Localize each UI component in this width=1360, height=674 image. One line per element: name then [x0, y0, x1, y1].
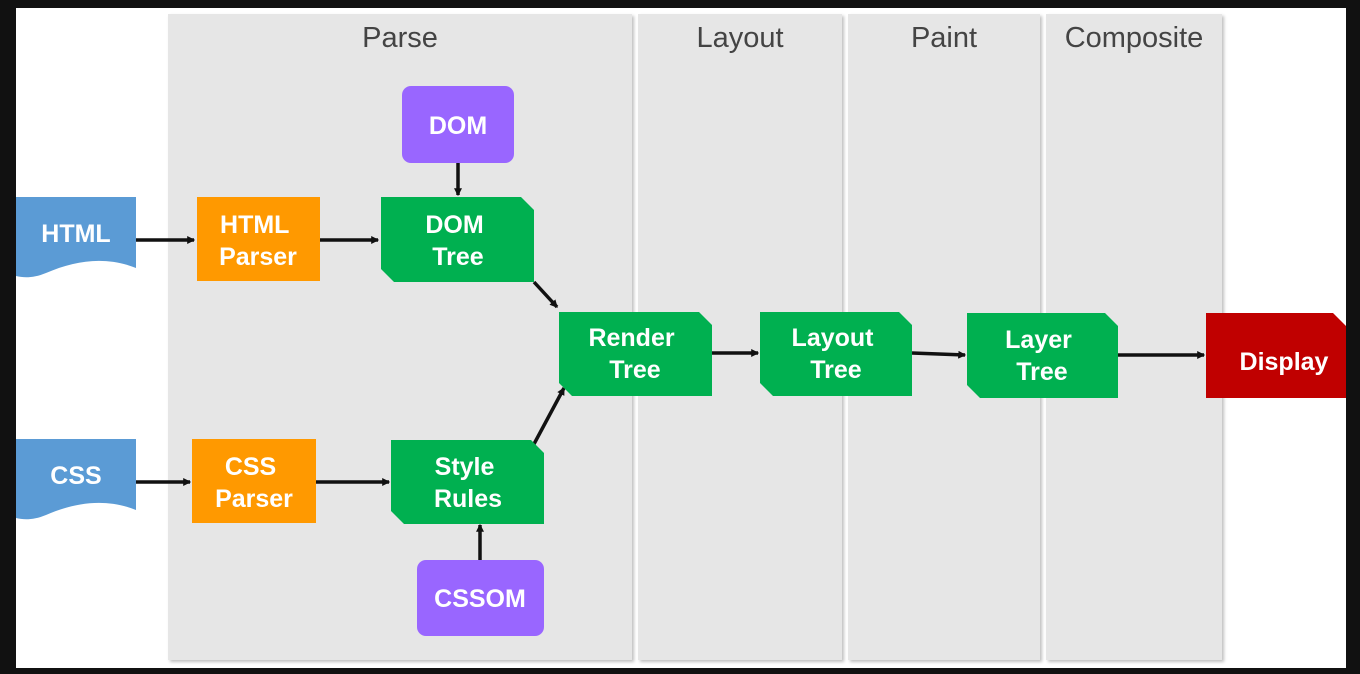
layer-tree-label-line1: Layer	[1005, 326, 1072, 354]
html-source-node: HTML	[16, 197, 136, 278]
cssom-node: CSSOM	[417, 560, 544, 636]
diagram-canvas: Parse Layout Paint Composite	[16, 8, 1346, 668]
css-parser-label-line1: CSS	[225, 453, 276, 481]
svg-text:Style Rules: Style Rules	[434, 453, 502, 513]
html-parser-label-line2: Parser	[219, 243, 297, 271]
arrow-dom-tree-to-render-tree	[532, 280, 559, 309]
display-node: Display	[1206, 313, 1346, 398]
svg-text:DOM Tree: DOM Tree	[425, 211, 490, 271]
dom-tree-label-line2: Tree	[432, 243, 484, 271]
stage-composite: Composite	[1046, 14, 1222, 660]
render-tree-label-line2: Tree	[609, 356, 661, 384]
svg-text:Layer Tree: Layer Tree	[1005, 326, 1079, 386]
dom-tree-node: DOM Tree	[381, 197, 534, 282]
stage-layout-title: Layout	[696, 22, 784, 54]
svg-text:Render Tree: Render Tree	[588, 324, 681, 384]
pipeline-diagram: HTML CSS HTML Parser CSS Parser DOM	[16, 86, 1346, 636]
style-rules-label-line2: Rules	[434, 485, 502, 513]
stage-composite-title: Composite	[1064, 22, 1204, 54]
css-source-label: CSS	[50, 462, 101, 490]
arrow-layout-to-layer-tree	[911, 350, 967, 359]
stage-paint-title: Paint	[910, 22, 978, 54]
layout-tree-node: Layout Tree	[760, 312, 912, 396]
stage-parse-title: Parse	[362, 22, 438, 54]
html-source-label: HTML	[41, 220, 110, 248]
css-source-node: CSS	[16, 439, 136, 520]
layer-tree-label-line2: Tree	[1016, 358, 1068, 386]
layout-tree-label-line1: Layout	[792, 324, 875, 352]
style-rules-node: Style Rules	[391, 440, 544, 524]
svg-text:HTML Parser: HTML Parser	[219, 211, 297, 271]
dom-node: DOM	[402, 86, 514, 163]
cssom-label: CSSOM	[434, 585, 526, 613]
style-rules-label-line1: Style	[435, 453, 495, 481]
render-tree-node: Render Tree	[559, 312, 712, 396]
svg-text:CSS Parser: CSS Parser	[215, 453, 293, 513]
layer-tree-node: Layer Tree	[967, 313, 1118, 398]
render-tree-label-line1: Render	[588, 324, 674, 352]
dom-label: DOM	[429, 112, 487, 140]
layout-tree-label-line2: Tree	[810, 356, 862, 384]
css-parser-label-line2: Parser	[215, 485, 293, 513]
css-parser-node: CSS Parser	[192, 439, 316, 523]
stage-parse: Parse	[168, 14, 632, 660]
arrow-style-rules-to-render-tree	[532, 386, 566, 445]
display-label: Display	[1240, 348, 1329, 376]
connectors	[136, 163, 1206, 560]
dom-tree-label-line1: DOM	[425, 211, 483, 239]
html-parser-label-line1: HTML	[220, 211, 289, 239]
svg-text:Layout Tree: Layout Tree	[792, 324, 881, 384]
html-parser-node: HTML Parser	[197, 197, 320, 281]
